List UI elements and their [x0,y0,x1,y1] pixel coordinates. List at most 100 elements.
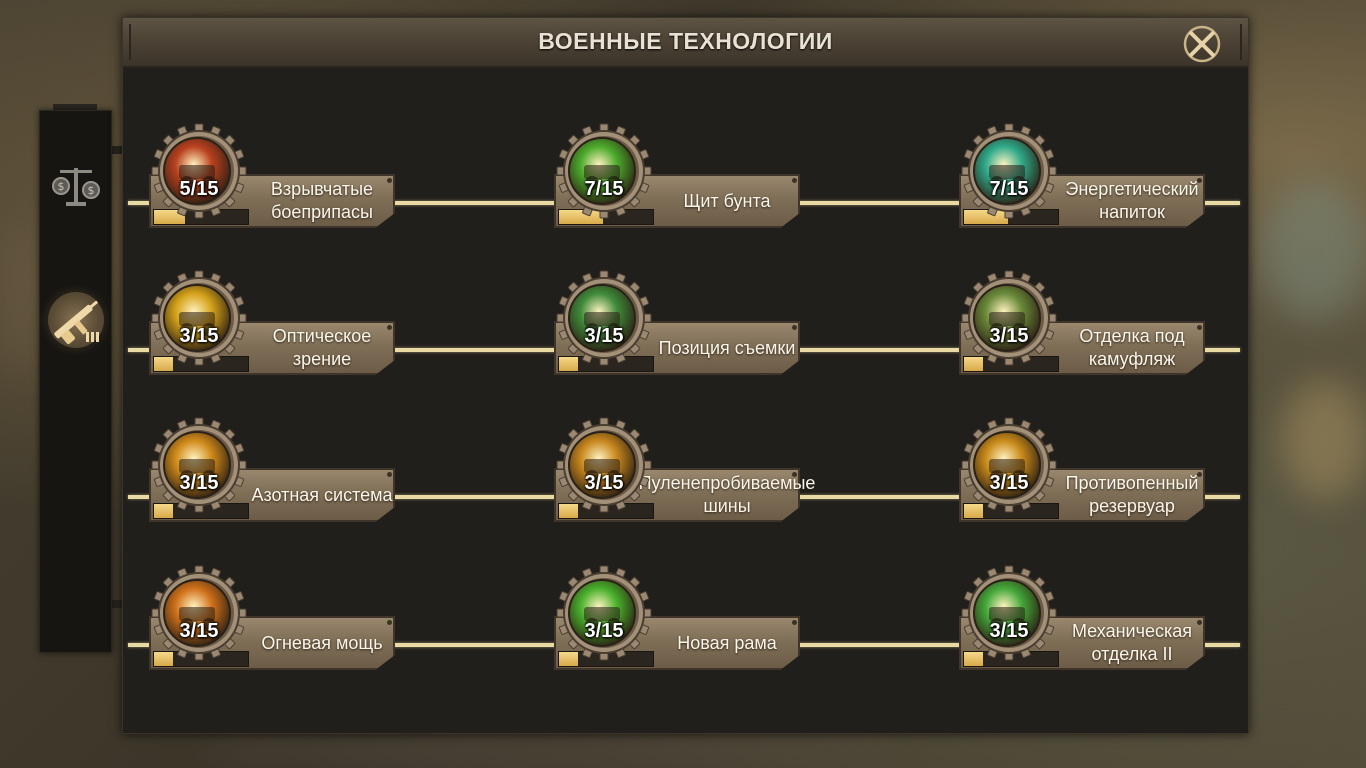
tech-level: 3/15 [989,325,1029,347]
fuel-tank-icon [973,431,1041,499]
sidebar-rail [110,600,122,608]
tech-plate-border [959,616,1205,670]
tech-progress-fill [559,504,578,518]
close-icon [1183,25,1221,63]
sidebar-item-military[interactable] [40,283,111,357]
tech-plate-border [554,174,800,228]
vehicle-frame-icon [568,579,636,647]
rivet [792,325,797,330]
tech-node[interactable]: Щит бунта 7/15 [554,123,804,233]
camouflage-icon [973,284,1041,352]
tech-plate-border [149,174,395,228]
riot-shield-icon [568,137,636,205]
background-blur [200,735,900,765]
svg-text:$: $ [87,184,94,197]
tech-progress-fill [154,652,173,666]
tech-name: Новая рама [677,632,777,653]
machine-gun-icon [163,579,231,647]
rivet [387,620,392,625]
tire-icon [568,431,636,499]
tech-progress-fill [964,504,983,518]
tech-name: Взрывчатые боеприпасы [270,179,374,222]
rivet [387,325,392,330]
tech-node[interactable]: Механическая отделка II 3/15 [959,565,1209,675]
window-title: ВОЕННЫЕ ТЕХНОЛОГИИ [538,28,833,54]
tech-progress-fill [964,357,983,371]
background-blur [1280,380,1366,500]
tech-node[interactable]: Отделка под камуфляж 3/15 [959,270,1209,380]
tech-node[interactable]: Энергетический напиток 7/15 [959,123,1209,233]
tech-level: 3/15 [584,620,624,642]
tech-progress-fill [964,210,1009,224]
tech-plate-border [959,174,1205,228]
tech-name: Позиция съемки [658,337,796,358]
tech-progress-fill [559,652,578,666]
tech-level: 3/15 [584,325,624,347]
tech-progress-fill [154,504,173,518]
rivet [1197,178,1202,183]
tech-level: 3/15 [179,620,219,642]
tech-node[interactable]: Оптическое зрение 3/15 [149,270,399,380]
rivet [1197,472,1202,477]
tech-name: Противопенный резервуар [1065,473,1199,516]
sidebar-cap [53,104,97,112]
tech-level: 7/15 [989,178,1029,200]
tech-panel: ВОЕННЫЕ ТЕХНОЛОГИИ Взрывчатые боеприпасы [122,17,1249,734]
tech-level: 3/15 [584,472,624,494]
rivet [387,178,392,183]
rivet [792,620,797,625]
scales-icon: $ $ [51,168,100,206]
rivet [1197,325,1202,330]
energy-drink-icon [973,137,1041,205]
rivet [387,472,392,477]
nitro-icon [163,431,231,499]
tech-plate-border [554,468,800,522]
sidebar: $ $ [39,110,112,653]
tech-name: Щит бунта [683,190,771,211]
tech-node[interactable]: Огневая мощь 3/15 [149,565,399,675]
close-button[interactable] [1180,22,1224,66]
title-bar: ВОЕННЫЕ ТЕХНОЛОГИИ [123,18,1248,68]
tech-plate-border [959,321,1205,375]
tech-node[interactable]: Новая рама 3/15 [554,565,804,675]
tech-level: 3/15 [179,472,219,494]
tech-progress-fill [154,357,173,371]
tech-level: 7/15 [584,178,624,200]
rivet [792,472,797,477]
tech-plate-border [554,321,800,375]
tech-level: 3/15 [989,620,1029,642]
sniper-position-icon [568,284,636,352]
tech-plate-border [149,616,395,670]
tech-name: Пуленепробиваемые шины [638,473,816,516]
tech-name: Оптическое зрение [272,326,372,369]
tech-name: Механическая отделка II [1071,621,1193,664]
tech-level: 3/15 [179,325,219,347]
tech-name: Отделка под камуфляж [1079,326,1185,369]
sidebar-item-economy[interactable]: $ $ [40,149,111,223]
svg-text:$: $ [57,180,64,193]
tech-node[interactable]: Противопенный резервуар 3/15 [959,417,1209,527]
tech-node[interactable]: Азотная система 3/15 [149,417,399,527]
tech-node[interactable]: Пуленепробиваемые шины 3/15 [554,417,816,527]
rivet [792,178,797,183]
tech-progress-fill [559,357,578,371]
tech-node[interactable]: Взрывчатые боеприпасы 5/15 [149,123,399,233]
rivet [1197,620,1202,625]
tech-level: 5/15 [179,178,219,200]
tech-progress-fill [559,210,604,224]
tech-plate-border [959,468,1205,522]
background-blur [1260,180,1366,320]
tech-name: Азотная система [251,484,393,505]
tech-plate-border [149,321,395,375]
scope-icon [163,284,231,352]
tech-name: Огневая мощь [261,632,383,653]
background-blur [0,220,40,380]
tech-progress-fill [964,652,983,666]
mechanical-parts-icon [973,579,1041,647]
ammo-box-icon [163,137,231,205]
tech-progress-fill [154,210,186,224]
tech-node[interactable]: Позиция съемки 3/15 [554,270,804,380]
tech-plate-border [149,468,395,522]
rifle-icon [47,292,104,348]
tech-name: Энергетический напиток [1065,179,1199,222]
